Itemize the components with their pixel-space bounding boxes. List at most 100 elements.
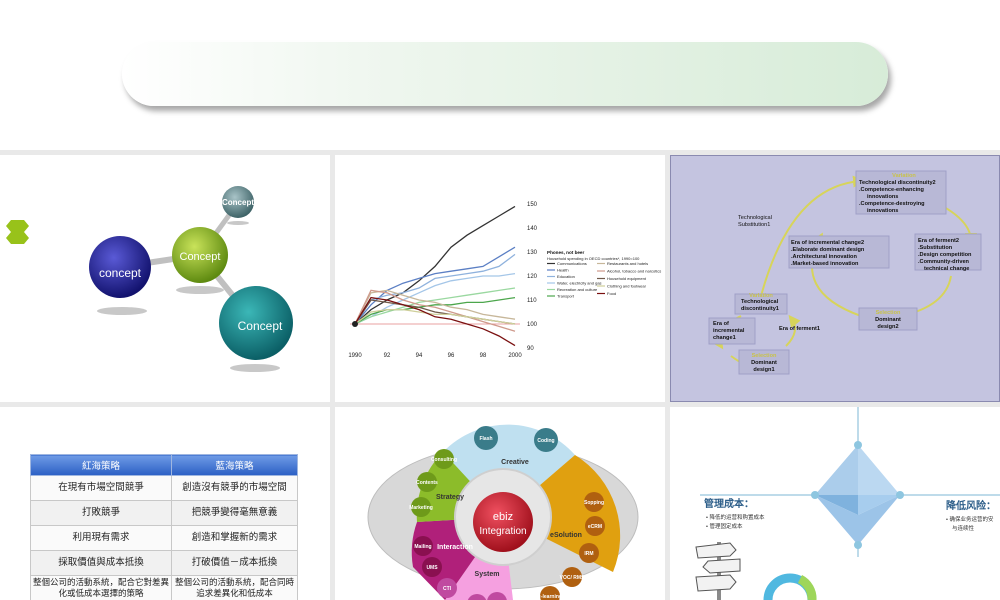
svg-text:Sopping: Sopping [584,500,604,506]
center-label-2: Integration [479,526,526,537]
y-tick-label: 150 [527,202,538,208]
y-tick-label: 90 [527,346,534,352]
concept-bubble-small[interactable] [222,186,254,218]
left-item: • 管理固定成本 [706,522,743,530]
svg-text:Era of ferment2.Substitution.D: Era of ferment2.Substitution.Design comp… [918,238,972,272]
bubble-coding[interactable] [534,428,558,452]
legend-label: Clothing and footwear [607,284,647,289]
table-header: 藍海策略 [171,454,298,476]
bubble-ecrm[interactable] [585,516,605,536]
table-cell: 整個公司的活動系統，配合同時追求差異化和低成本 [171,575,298,600]
svg-text:Varlation: Varlation [749,293,773,299]
arrow-icon [6,220,29,244]
slide-thumbnail-1[interactable]: Concept concept Concept Concept [0,155,330,402]
table-row: 採取價值與成本抵換打破價值－成本抵換 [29,550,298,576]
chart-subtitle: Household spending in OECD countries*, 1… [547,256,640,261]
legend-label: Restaurants and hotels [607,261,648,266]
series-line-7 [354,289,516,332]
bubble-mailing[interactable] [413,536,433,556]
svg-text:e-learning: e-learning [538,594,562,600]
svg-text:Era of incremental change2.Ela: Era of incremental change2.Elaborate dom… [791,240,865,267]
bubble-marketing[interactable] [411,497,431,517]
slide-thumbnail-5[interactable]: ebiz Integration Creative Strategy Inter… [335,407,665,600]
series-line-6 [354,289,516,325]
bubble-ums[interactable] [422,557,442,577]
svg-text:eCRM: eCRM [588,524,602,530]
series-line-1 [354,246,516,325]
svg-text:Contents: Contents [416,480,438,486]
table-header-row: 紅海策略 藍海策略 [29,454,298,476]
ring-label: Strategy [436,494,464,501]
table-row: 整個公司的活動系統，配合它對差異化或低成本選擇的策略整個公司的活動系統，配合同時… [29,575,298,600]
ring-label: eSolution [550,532,582,539]
svg-text:Coding: Coding [537,438,554,444]
bubble-system-b[interactable] [467,594,487,600]
legend-label: Water, electricity and gas [557,281,602,286]
legend-label: Communications [557,261,587,266]
legend-label: Education [557,274,575,279]
svg-text:Flash: Flash [479,436,492,442]
legend-label: Recreation and culture [557,287,598,292]
concept-bubble-mid[interactable] [172,227,228,283]
center-bubble[interactable] [473,492,533,552]
bubble-consulting[interactable] [434,449,454,469]
legend-label: Household equipment [607,276,647,281]
bubble-flash[interactable] [474,426,498,450]
table-cell: 利用現有需求 [29,525,173,551]
x-tick-label: 96 [448,353,455,359]
table-cell: 創造和掌握新的需求 [171,525,298,551]
slide-thumbnail-4[interactable]: 紅海策略 藍海策略 在現有市場空間競爭創造沒有競爭的市場空間 打敗競爭把競爭變得… [0,407,330,600]
table-cell: 在現有市場空間競爭 [29,475,173,501]
series-line-5 [354,296,516,325]
table-header: 紅海策略 [29,454,173,476]
concept-label-mid: Concept [180,251,221,263]
table-row: 在現有市場空間競爭創造沒有競爭的市場空間 [29,475,298,501]
title-banner[interactable] [122,42,888,106]
series-line-2 [354,253,516,325]
concept-bubble-left[interactable] [89,236,151,298]
x-tick-label: 94 [416,353,423,359]
bubble-sopping[interactable] [584,492,604,512]
segment-esolution[interactable] [503,455,621,572]
y-tick-label: 130 [527,250,538,256]
right-item: • 确保业务运营的安 [946,515,994,523]
series-line-0 [354,205,516,325]
origin-point [352,321,358,327]
svg-text:Technological discontinuity2.C: Technological discontinuity2.Competence-… [859,180,936,214]
ring-label: Creative [501,459,529,466]
concept-diagram: Concept concept Concept Concept [6,186,293,372]
title-area [0,0,1000,150]
y-tick-label: 110 [527,298,537,304]
bubble-cti[interactable] [437,578,457,598]
svg-text:Era of ferment1: Era of ferment1 [779,326,820,332]
legend-label: Health [557,268,569,273]
ring-label: Interaction [437,544,473,551]
concept-bubble-big[interactable] [219,286,293,360]
svg-text:Varlation: Varlation [892,173,916,179]
bubble-irm[interactable] [579,543,599,563]
ring-label: System [475,571,500,578]
slide-thumbnail-6[interactable]: 管理成本： • 降低的运营和购置成本 • 管理固定成本 降低风险： • 确保业务… [670,407,1000,600]
left-title: 管理成本： [704,497,754,510]
y-tick-label: 140 [527,226,538,232]
bubble-system-a[interactable] [487,592,507,600]
x-tick-label: 98 [480,353,487,359]
bubble-elearning[interactable] [540,586,560,600]
bubble-contents[interactable] [417,472,437,492]
legend-label: Food [607,291,616,296]
table-cell: 打破價值－成本抵換 [171,550,298,576]
svg-text:Selection: Selection [876,310,901,316]
bubble-voc[interactable] [562,567,582,587]
pyramid-base [815,495,900,545]
svg-text:UMS: UMS [426,565,438,571]
concept-label-small: Concept [222,198,254,207]
svg-text:Marketing: Marketing [409,505,433,511]
right-title: 降低风险： [946,499,996,512]
strategy-table: 紅海策略 藍海策略 在現有市場空間競爭創造沒有競爭的市場空間 打敗競爭把競爭變得… [29,454,298,600]
